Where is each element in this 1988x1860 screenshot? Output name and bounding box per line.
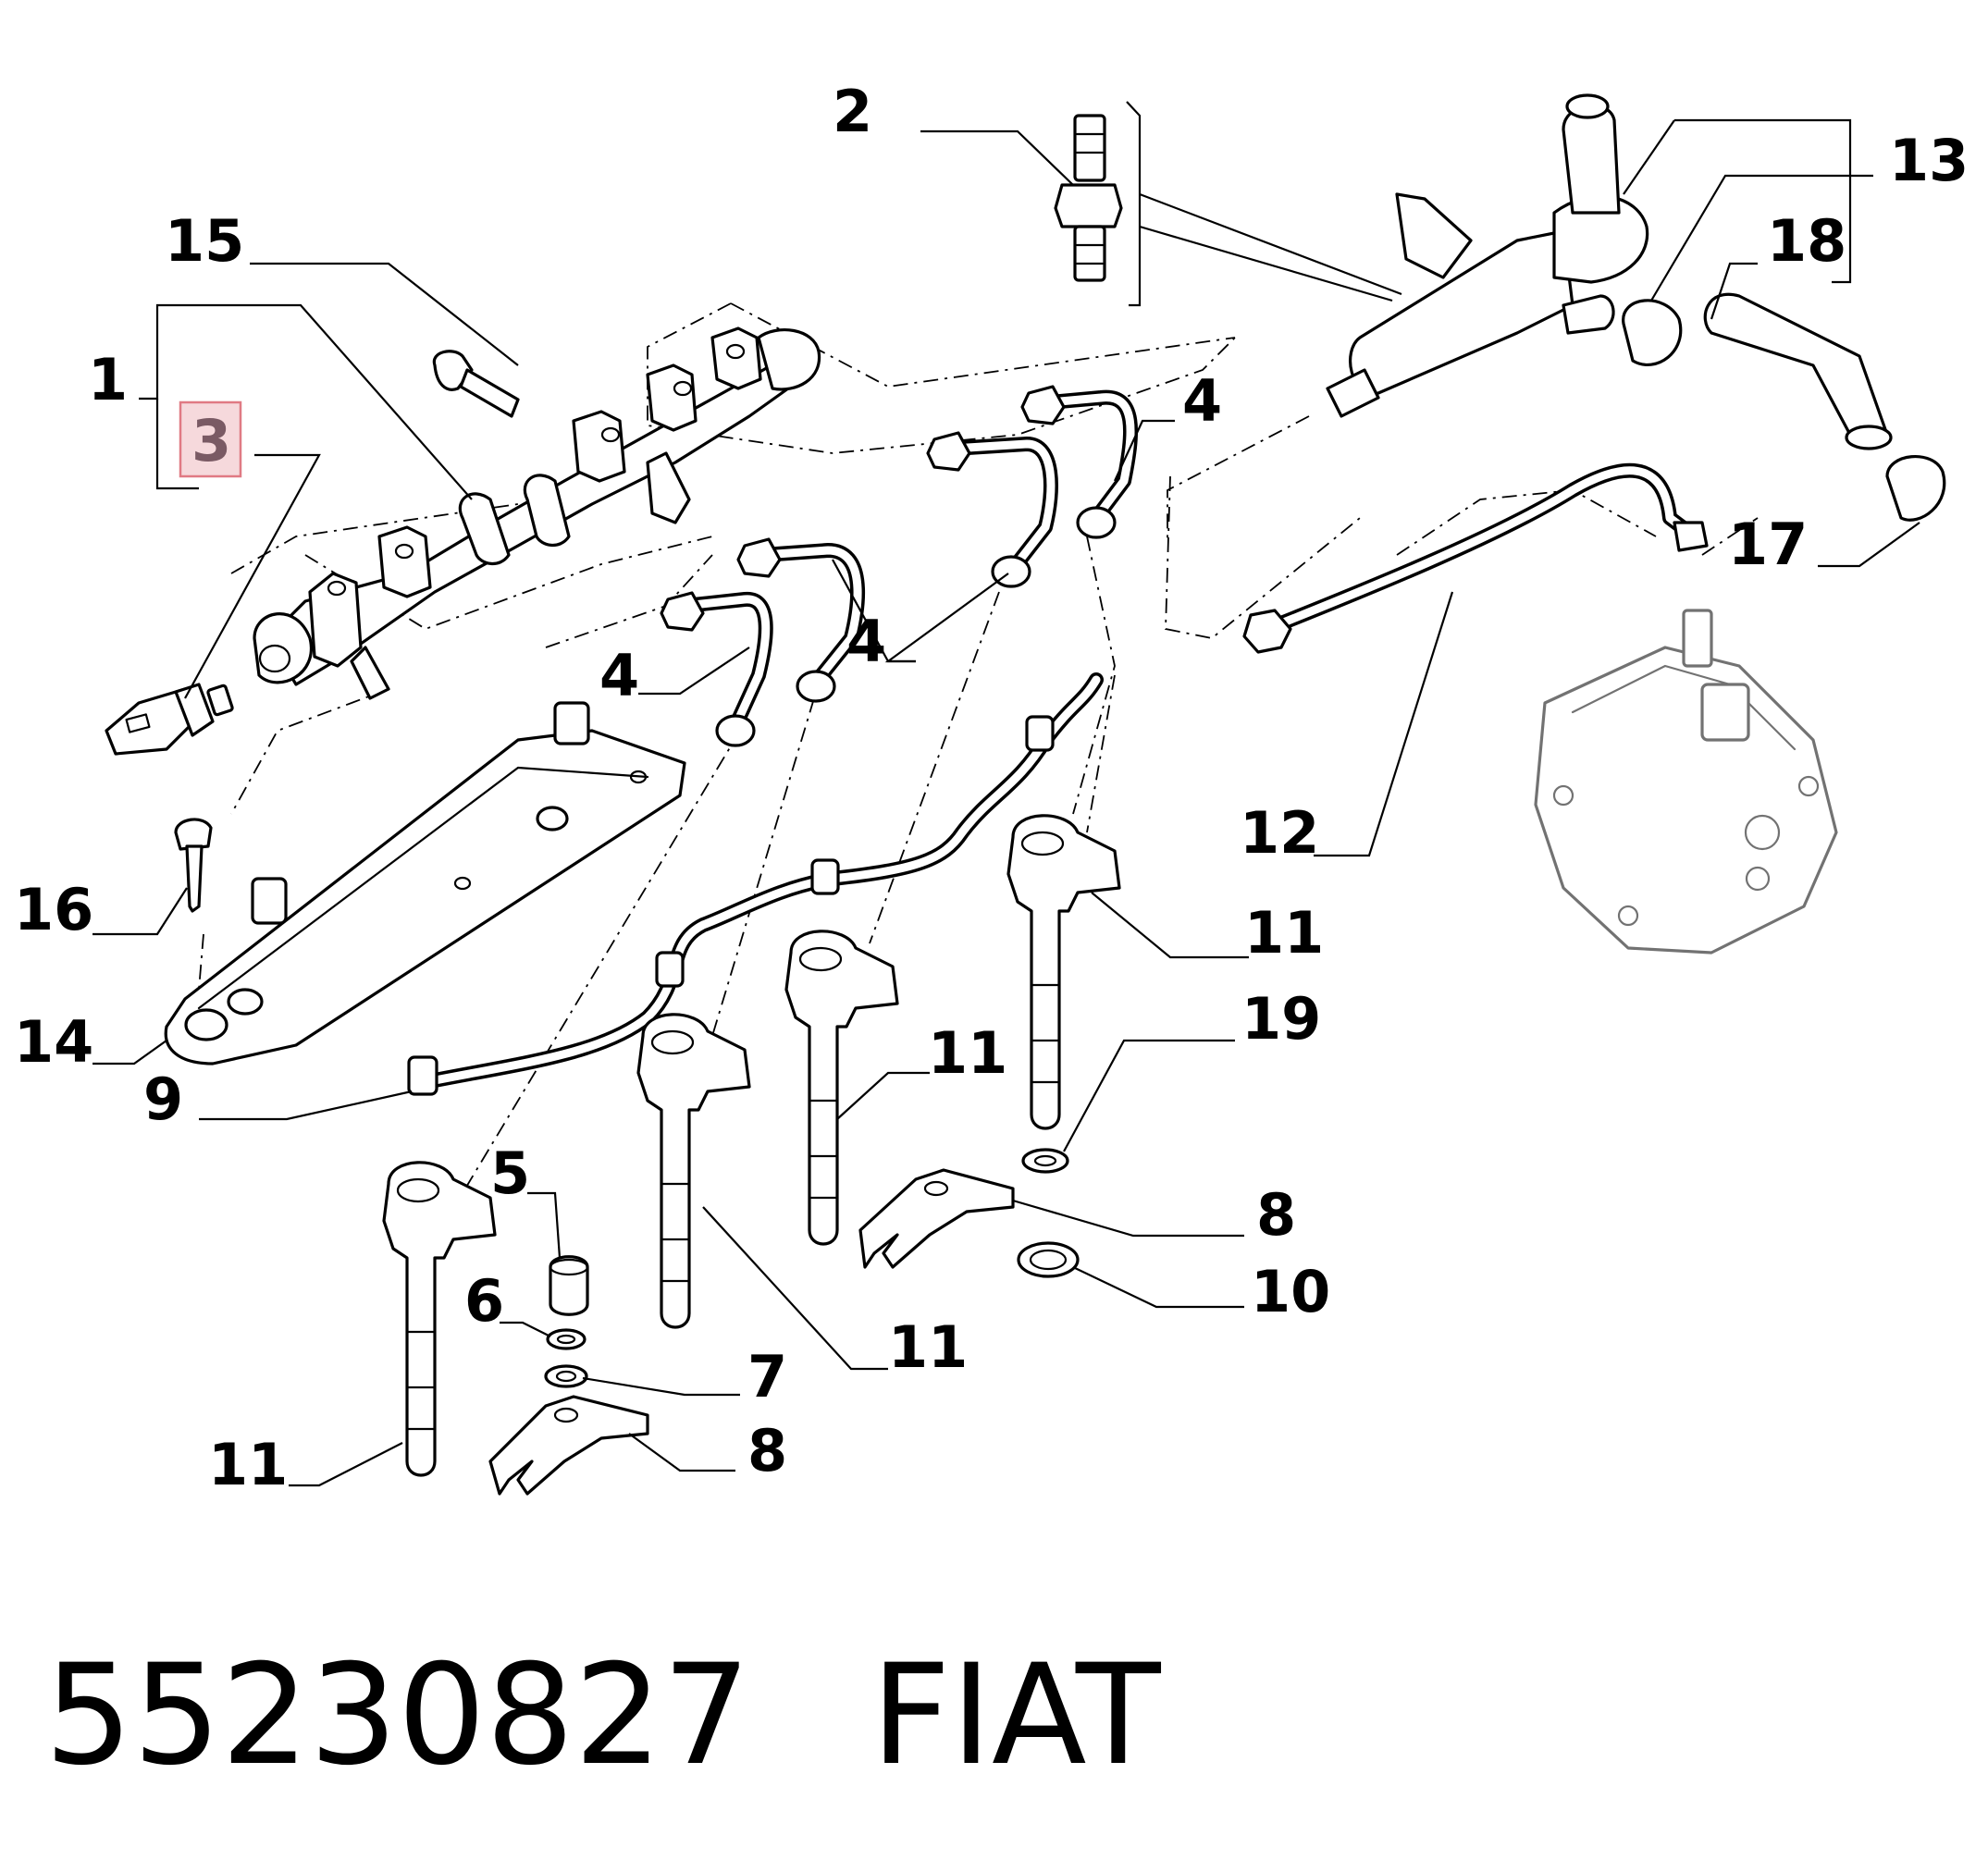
callout-4-lower: 4 bbox=[599, 642, 639, 709]
pipe-12 bbox=[1242, 462, 1709, 654]
injector-front-mid bbox=[636, 1013, 751, 1329]
part-caption: 55230827 FIAT bbox=[44, 1637, 1802, 1794]
leader-lines bbox=[93, 101, 1920, 1487]
callout-13: 13 bbox=[1889, 127, 1969, 194]
washers bbox=[1017, 1148, 1080, 1278]
callout-16: 16 bbox=[14, 876, 93, 943]
callout-17: 17 bbox=[1728, 511, 1808, 578]
callout-4-middle: 4 bbox=[846, 608, 886, 675]
leakoff-pipe-9 bbox=[407, 672, 1104, 1096]
high-pressure-pump bbox=[1534, 609, 1838, 955]
pressure-sensor bbox=[105, 683, 234, 756]
callout-1: 1 bbox=[88, 346, 128, 413]
clamp-fork-front bbox=[488, 1395, 649, 1496]
callout-11-center: 11 bbox=[888, 1313, 968, 1381]
sleeve-and-seals bbox=[544, 1255, 589, 1388]
stud-2 bbox=[1054, 114, 1123, 282]
cover-14 bbox=[164, 701, 686, 1065]
part-number: 55230827 bbox=[44, 1635, 751, 1796]
callout-11-left: 11 bbox=[208, 1431, 288, 1498]
pipes-4 bbox=[660, 385, 1139, 747]
callout-8-lower: 8 bbox=[747, 1417, 787, 1484]
fuel-rail bbox=[253, 326, 821, 700]
injector-back-mid bbox=[784, 930, 899, 1246]
callout-15: 15 bbox=[165, 207, 244, 275]
clamp-fork-back bbox=[858, 1168, 1015, 1269]
callout-5: 5 bbox=[490, 1139, 530, 1207]
assembly-guide-lines bbox=[193, 302, 1759, 1194]
brand-name: FIAT bbox=[871, 1635, 1161, 1796]
callout-18: 18 bbox=[1767, 207, 1846, 275]
callout-14: 14 bbox=[14, 1008, 93, 1076]
callout-8-upper: 8 bbox=[1256, 1181, 1296, 1249]
injector-front-left bbox=[382, 1161, 497, 1477]
callout-12: 12 bbox=[1240, 799, 1319, 867]
callout-19: 19 bbox=[1241, 985, 1321, 1053]
callout-3: 3 bbox=[191, 407, 231, 474]
relief-valve-13 bbox=[1326, 93, 1649, 418]
callout-2: 2 bbox=[833, 78, 872, 145]
bolt-16 bbox=[174, 818, 213, 913]
callout-4-upper: 4 bbox=[1182, 367, 1222, 435]
hose-clamps bbox=[1622, 299, 1946, 522]
injector-back-right bbox=[1006, 814, 1121, 1130]
screw-15 bbox=[432, 350, 520, 418]
callout-labels: 1 3 15 2 13 18 17 4 4 4 12 16 14 9 11 11… bbox=[14, 78, 1969, 1498]
callout-7: 7 bbox=[747, 1343, 787, 1410]
callout-6: 6 bbox=[464, 1267, 504, 1335]
callout-11-mid: 11 bbox=[928, 1019, 1007, 1087]
highlight-box bbox=[179, 400, 242, 478]
callout-9: 9 bbox=[143, 1065, 183, 1133]
callout-10: 10 bbox=[1251, 1258, 1330, 1325]
callout-11-right: 11 bbox=[1244, 899, 1324, 967]
hose-18 bbox=[1703, 292, 1893, 450]
